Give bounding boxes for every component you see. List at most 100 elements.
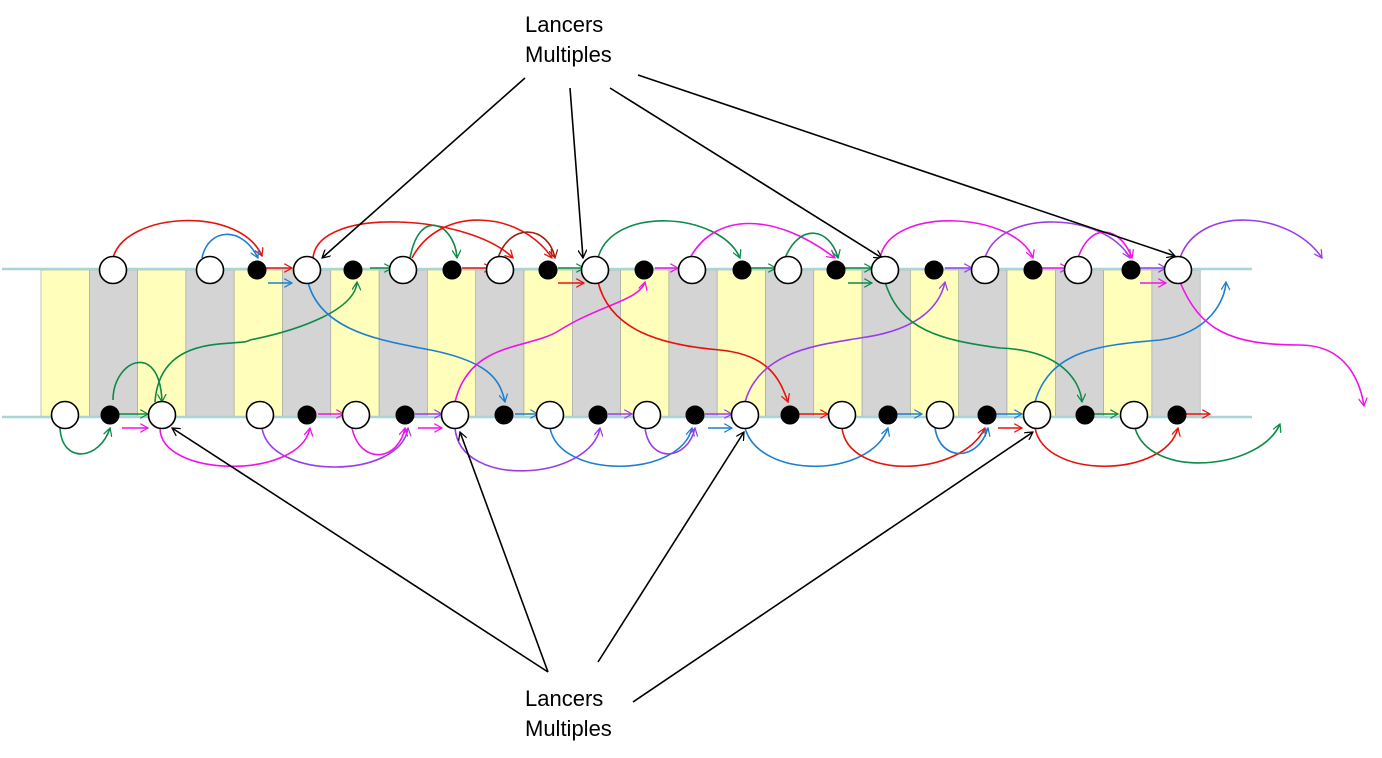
filled-node	[826, 260, 846, 280]
throw-arcs	[59, 219, 1364, 472]
filled-node	[343, 260, 363, 280]
band-yellow	[813, 269, 863, 418]
open-node	[195, 255, 225, 285]
arc-purple	[984, 221, 1131, 258]
band-yellow	[330, 269, 380, 418]
open-node	[827, 400, 857, 430]
arc-green	[1134, 424, 1280, 464]
open-node	[245, 400, 275, 430]
arc-red	[312, 221, 513, 258]
nodes	[50, 255, 1193, 430]
arc-blue	[744, 428, 888, 467]
open-node	[485, 255, 515, 285]
pointer-line	[569, 87, 583, 258]
filled-node	[780, 405, 800, 425]
open-node	[1119, 400, 1149, 430]
band-gray	[282, 269, 332, 418]
arc-green	[59, 428, 110, 455]
pointer-line	[460, 432, 549, 673]
arc-magenta	[879, 220, 1033, 258]
arc-purple	[454, 428, 600, 472]
arc-green	[597, 220, 740, 258]
arc-red	[411, 219, 552, 258]
filled-node	[924, 260, 944, 280]
open-node	[677, 255, 707, 285]
open-node	[730, 400, 760, 430]
open-node	[870, 255, 900, 285]
filled-node	[732, 260, 752, 280]
open-node	[147, 400, 177, 430]
filled-node	[494, 405, 514, 425]
arc-magenta	[1179, 281, 1364, 406]
pointer-lines	[172, 74, 1175, 703]
band-gray	[1151, 269, 1201, 418]
label-top-line-2: Multiples	[525, 42, 612, 67]
pointer-line	[609, 87, 882, 258]
arc-blue	[1034, 282, 1226, 403]
filled-node	[878, 405, 898, 425]
band-yellow	[427, 269, 476, 418]
band-yellow	[40, 269, 90, 418]
arc-red	[597, 281, 788, 402]
arc-green	[154, 282, 357, 403]
filled-node	[1075, 405, 1095, 425]
pointer-line	[597, 432, 744, 663]
filled-node	[588, 405, 608, 425]
filled-node	[395, 405, 415, 425]
arc-blue	[201, 233, 258, 258]
band-gray	[571, 269, 621, 418]
pointer-line	[637, 74, 1175, 256]
open-node	[925, 400, 955, 430]
arc-purple	[744, 282, 945, 403]
label-top-lancers-multiples: Lancers Multiples	[525, 10, 612, 70]
arc-purple	[261, 428, 408, 468]
arc-purple	[644, 428, 695, 455]
filled-node	[977, 405, 997, 425]
band-gray	[765, 269, 815, 418]
arc-dark_red	[497, 231, 555, 258]
open-node	[1063, 255, 1093, 285]
open-node	[535, 400, 565, 430]
filled-node	[297, 405, 317, 425]
arc-blue	[307, 281, 505, 402]
arc-green	[409, 224, 457, 258]
band-strip	[40, 269, 1201, 418]
arc-magenta	[454, 282, 645, 403]
filled-node	[1023, 260, 1043, 280]
arc-red	[112, 219, 262, 259]
filled-node	[100, 405, 120, 425]
open-node	[98, 255, 128, 285]
open-node	[632, 400, 662, 430]
label-bottom-line-1: Lancers	[525, 686, 604, 711]
pointer-line	[632, 432, 1033, 703]
open-node	[388, 255, 418, 285]
band-gray	[1055, 269, 1104, 418]
band-yellow	[910, 269, 960, 418]
arc-purple	[1179, 219, 1322, 258]
arc-red	[1034, 428, 1178, 467]
band-yellow	[523, 269, 573, 418]
arc-magenta	[351, 428, 405, 456]
arc-green	[884, 281, 1082, 402]
open-node	[341, 400, 371, 430]
open-node	[773, 255, 803, 285]
open-node	[440, 400, 470, 430]
pointer-line	[322, 77, 526, 258]
filled-node	[247, 260, 267, 280]
arc-red	[841, 428, 985, 467]
arc-magenta	[689, 222, 835, 259]
filled-node	[538, 260, 558, 280]
arc-green	[112, 361, 162, 402]
label-top-line-1: Lancers	[525, 12, 604, 37]
open-node	[1022, 400, 1052, 430]
band-gray	[378, 269, 428, 418]
label-bottom-line-2: Multiples	[525, 716, 612, 741]
filled-node	[442, 260, 462, 280]
open-node	[1163, 255, 1193, 285]
open-node	[970, 255, 1000, 285]
arc-magenta	[1077, 231, 1132, 258]
open-node	[50, 400, 80, 430]
label-bottom-lancers-multiples: Lancers Multiples	[525, 684, 612, 744]
open-node	[580, 255, 610, 285]
